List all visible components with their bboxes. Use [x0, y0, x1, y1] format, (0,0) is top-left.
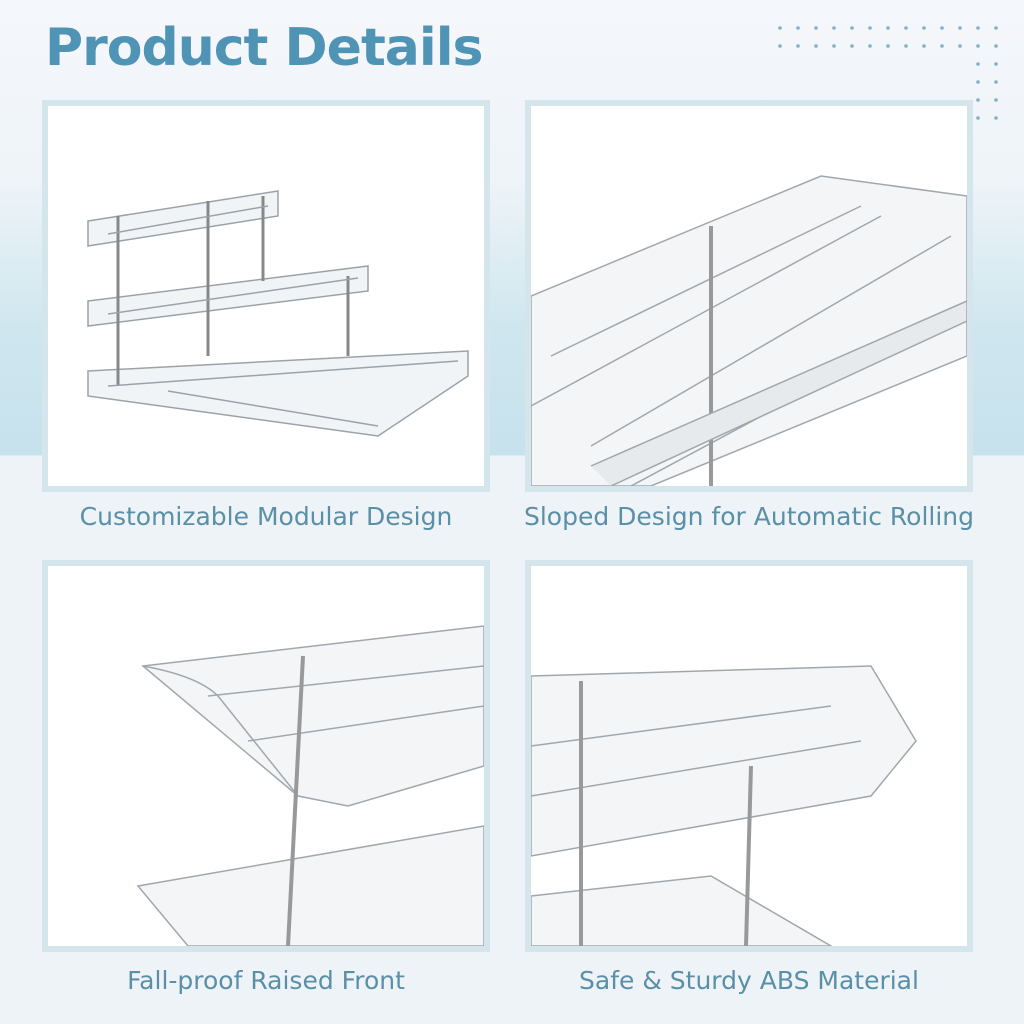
dot [778, 44, 782, 48]
dot [868, 44, 872, 48]
dot [958, 26, 962, 30]
decorative-dot-pattern [778, 26, 998, 120]
dot [796, 26, 800, 30]
dot [868, 26, 872, 30]
dot [994, 80, 998, 84]
dot [922, 44, 926, 48]
dot [976, 26, 980, 30]
dot [832, 44, 836, 48]
dot [850, 44, 854, 48]
dot [994, 26, 998, 30]
dot [976, 62, 980, 66]
dot [958, 44, 962, 48]
dot [796, 44, 800, 48]
product-image-abs-material [525, 560, 973, 952]
caption-sloped: Sloped Design for Automatic Rolling [523, 502, 974, 531]
product-image-raised-front [42, 560, 490, 952]
dot [832, 26, 836, 30]
dot [994, 98, 998, 102]
dot [814, 44, 818, 48]
page-title: Product Details [45, 18, 483, 78]
dot [940, 26, 944, 30]
dot [886, 44, 890, 48]
dot [904, 44, 908, 48]
caption-modular: Customizable Modular Design [79, 502, 453, 531]
dot [850, 26, 854, 30]
dot [886, 26, 890, 30]
dot [994, 62, 998, 66]
product-image-sloped [525, 100, 973, 492]
dot [976, 116, 980, 120]
dot [904, 26, 908, 30]
dot [976, 44, 980, 48]
dot [976, 80, 980, 84]
caption-raised-front: Fall-proof Raised Front [127, 966, 405, 995]
dot [814, 26, 818, 30]
caption-abs-material: Safe & Sturdy ABS Material [579, 966, 919, 995]
dot [994, 44, 998, 48]
dot [976, 98, 980, 102]
dot [778, 26, 782, 30]
dot [994, 116, 998, 120]
product-image-modular [42, 100, 490, 492]
dot [940, 44, 944, 48]
dot [922, 26, 926, 30]
